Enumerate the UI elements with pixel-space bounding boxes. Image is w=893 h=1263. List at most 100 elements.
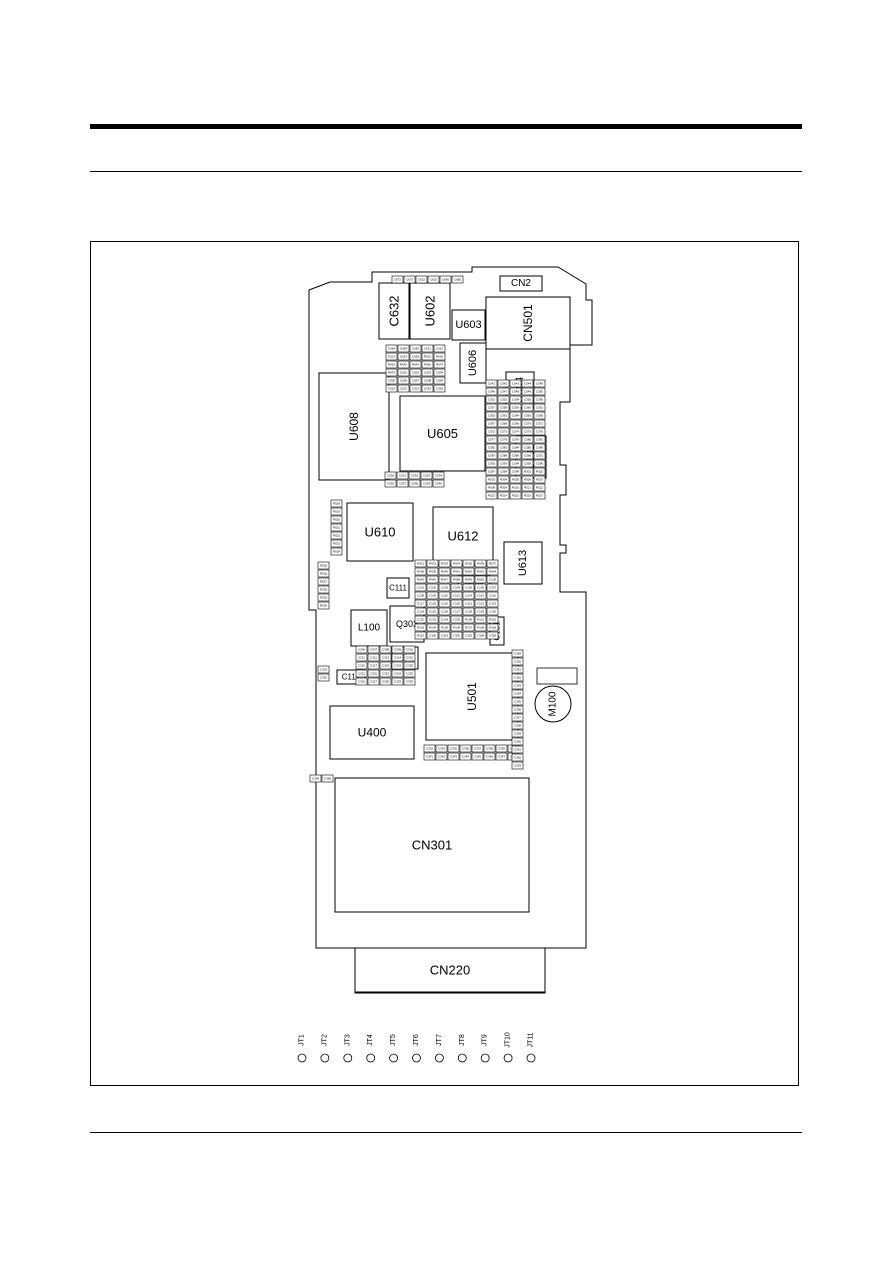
smd-outline xyxy=(426,567,439,576)
smd-label: R533 xyxy=(441,562,449,566)
smd-part: C576 xyxy=(533,427,546,436)
smd-label: C117 xyxy=(417,602,424,606)
smd-outline xyxy=(509,443,522,452)
smd-part: C584 xyxy=(509,443,522,452)
smd-label: C579 xyxy=(512,438,520,442)
smd-outline xyxy=(511,705,524,714)
smd-part: R550 xyxy=(474,575,487,584)
smd-part: C108 xyxy=(414,591,427,600)
smd-part: C512 xyxy=(397,384,410,393)
smd-label: R524 xyxy=(333,550,341,554)
smd-outline xyxy=(485,403,498,412)
smd-part: R548 xyxy=(450,575,463,584)
test-point-jt1: JT1 xyxy=(297,1034,307,1063)
smd-outline xyxy=(309,774,322,783)
test-point-label: JT4 xyxy=(367,1034,374,1046)
smd-part: C353 xyxy=(511,681,524,690)
smd-label: R108 xyxy=(477,626,485,630)
test-point-label: JT6 xyxy=(413,1034,420,1046)
smd-label: C123 xyxy=(489,602,497,606)
smd-part: C585 xyxy=(521,443,534,452)
smd-outline xyxy=(379,669,392,678)
smd-part: C566 xyxy=(533,411,546,420)
smd-outline xyxy=(385,368,398,377)
smd-label: R107 xyxy=(465,626,473,630)
smd-label: C124 xyxy=(417,610,425,614)
smd-outline xyxy=(409,344,422,353)
smd-part: C613 xyxy=(385,352,398,361)
smd-label: R501 xyxy=(524,470,532,474)
smd-label: C584 xyxy=(512,446,520,450)
smd-part: C330 xyxy=(403,677,416,686)
smd-label: R544 xyxy=(489,570,497,574)
test-point-pad xyxy=(343,1053,353,1063)
smd-part: R510 xyxy=(509,483,522,492)
smd-label: C333 xyxy=(426,747,434,751)
smd-label: C126 xyxy=(441,610,449,614)
smd-part: C316 xyxy=(355,661,368,670)
smd-outline xyxy=(521,411,534,420)
smd-label: C135 xyxy=(453,618,461,622)
test-point-jt11: JT11 xyxy=(526,1032,536,1063)
smd-label: R513 xyxy=(488,494,496,498)
smd-part: C351 xyxy=(511,665,524,674)
smd-label: C359 xyxy=(514,732,522,736)
smd-part: C583 xyxy=(497,443,510,452)
smd-part: C355 xyxy=(511,697,524,706)
smd-part: R505 xyxy=(509,475,522,484)
smd-label: C134 xyxy=(441,618,449,622)
smd-part: C565 xyxy=(521,411,534,420)
smd-part: C574 xyxy=(509,427,522,436)
smd-outline xyxy=(317,585,330,594)
smd-label: R662 xyxy=(424,363,432,367)
smd-part: C599 xyxy=(509,467,522,476)
smd-outline xyxy=(533,459,546,468)
smd-label: C133 xyxy=(429,618,437,622)
smd-part: R549 xyxy=(462,575,475,584)
smd-outline xyxy=(485,435,498,444)
smd-label: C532 xyxy=(411,474,419,478)
smd-outline xyxy=(485,427,498,436)
smd-part: C121 xyxy=(462,599,475,608)
smd-outline xyxy=(462,559,475,568)
smd-outline xyxy=(438,631,451,640)
smd-label: C577 xyxy=(488,438,496,442)
smd-outline xyxy=(438,559,451,568)
smd-part: C577 xyxy=(485,435,498,444)
smd-part: C533 xyxy=(420,471,433,480)
smd-label: C587 xyxy=(488,454,496,458)
smd-part: C578 xyxy=(497,435,510,444)
smd-label: C328 xyxy=(382,680,390,684)
smd-part: C509 xyxy=(433,376,446,385)
smd-part: R525 xyxy=(317,561,330,570)
smd-label: R536 xyxy=(477,562,485,566)
smd-outline xyxy=(486,567,499,576)
smd-part: C362 xyxy=(511,753,524,762)
smd-outline xyxy=(450,623,463,632)
smd-label: C361 xyxy=(514,748,522,752)
smd-outline xyxy=(414,607,427,616)
smd-part: R522 xyxy=(330,531,343,540)
smd-label: C129 xyxy=(477,610,485,614)
test-point-label: JT10 xyxy=(505,1032,512,1048)
header-rule-thick xyxy=(90,124,802,129)
smd-label: C504 xyxy=(436,371,444,375)
smd-label: R505 xyxy=(512,478,520,482)
smd-part: C319 xyxy=(391,661,404,670)
smd-part: C590 xyxy=(521,451,534,460)
smd-label: R531 xyxy=(417,562,425,566)
smd-outline xyxy=(486,583,499,592)
smd-part: C581 xyxy=(533,435,546,444)
smd-label: C539 xyxy=(423,482,431,486)
smd-outline xyxy=(474,575,487,584)
smd-outline xyxy=(511,657,524,666)
smd-label: R534 xyxy=(453,562,461,566)
smd-outline xyxy=(330,515,343,524)
test-point-pad xyxy=(366,1053,376,1063)
smd-label: C100 xyxy=(489,578,497,582)
smd-part: C555 xyxy=(521,395,534,404)
smd-label: C132 xyxy=(417,618,425,622)
smd-label: R110 xyxy=(417,634,424,638)
smd-label: C537 xyxy=(399,482,407,486)
smd-outline xyxy=(438,623,451,632)
